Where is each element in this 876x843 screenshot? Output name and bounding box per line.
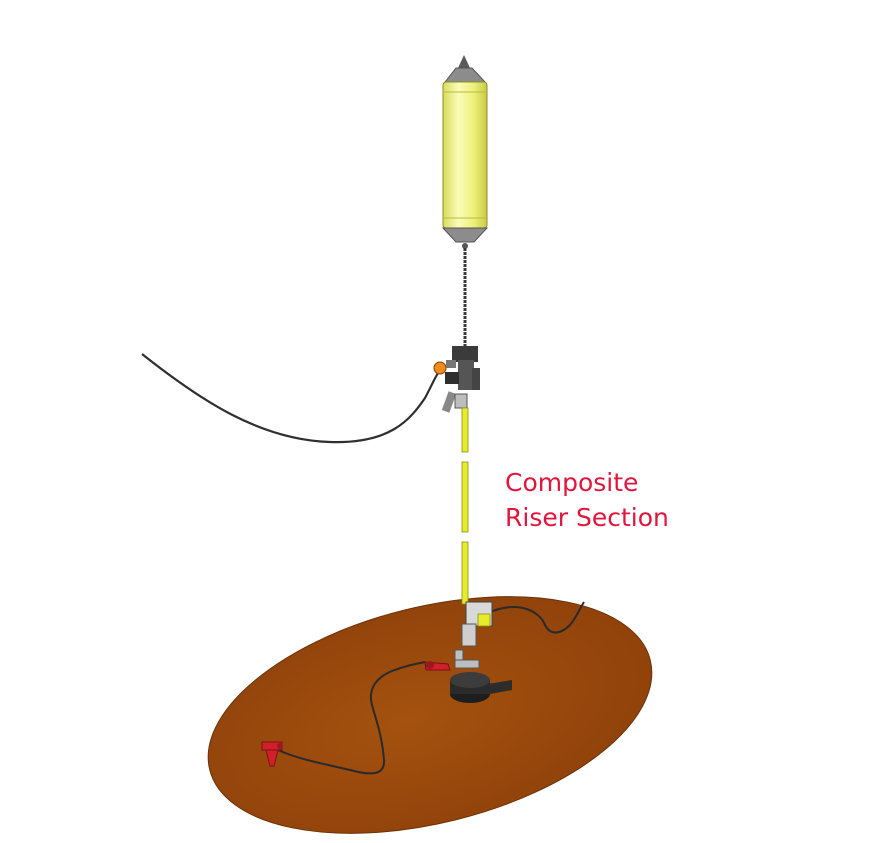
buoyancy-can-icon bbox=[441, 55, 489, 249]
riser-base-icon bbox=[424, 601, 512, 703]
seabed-flowline bbox=[277, 661, 426, 775]
flexible-jumper-hose bbox=[141, 353, 441, 444]
flowline-termination-icon bbox=[261, 741, 283, 767]
composite-riser-callout: Composite Riser Section bbox=[505, 465, 725, 535]
seabed bbox=[207, 596, 653, 834]
callout-line-1: Composite bbox=[505, 468, 639, 497]
upper-riser-assembly-icon bbox=[433, 346, 480, 413]
callout-line-2: Riser Section bbox=[505, 503, 669, 532]
seabed-flowline-upper bbox=[489, 601, 585, 634]
composite-riser-icon bbox=[461, 407, 469, 605]
